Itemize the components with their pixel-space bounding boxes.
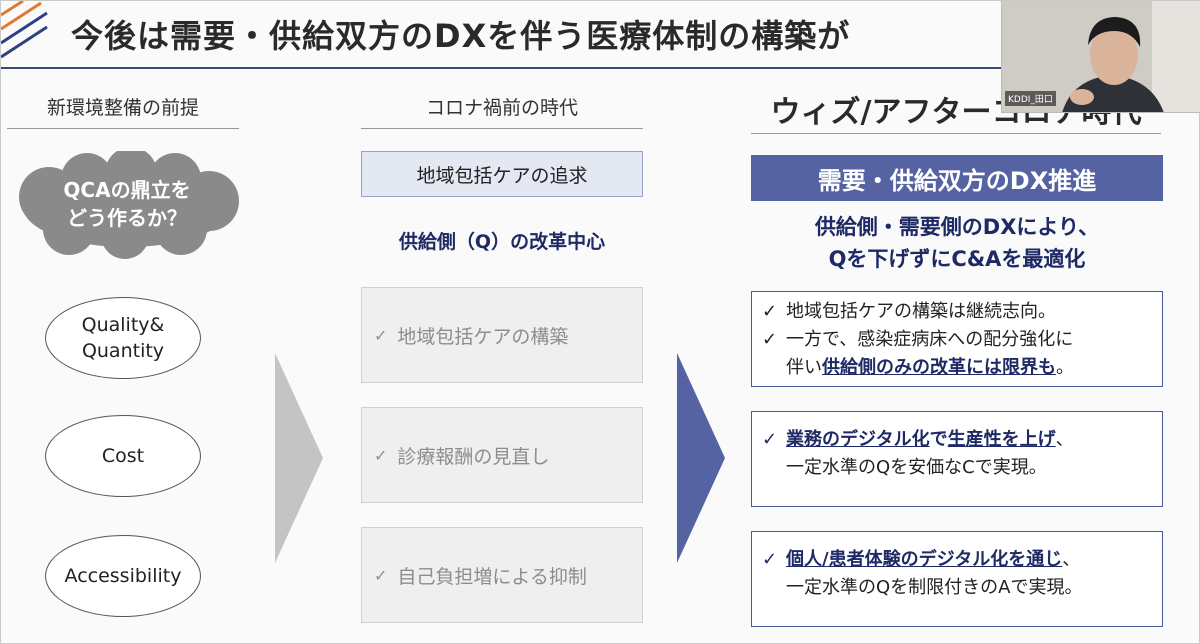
middle-item-box: ✓ 地域包括ケアの構築: [361, 287, 643, 383]
box2-emphasis-1: 業務のデジタル化: [786, 429, 930, 450]
cost-ellipse: Cost: [45, 415, 201, 497]
right-point-box-3: ✓ 個人/患者体験のデジタル化を通じ、 一定水準のQを制限付きのAで実現。: [751, 531, 1163, 627]
middle-item-box: ✓ 自己負担増による抑制: [361, 527, 643, 623]
check-icon: ✓: [762, 329, 778, 350]
right-banner: 需要・供給双方のDX推進: [751, 155, 1163, 201]
cloud-shape: [19, 151, 239, 259]
cloud-question: QCAの鼎立を どう作るか？: [9, 176, 245, 232]
box1-line-3-emphasis: 供給側のみの改革には限界も: [822, 357, 1056, 378]
check-icon: ✓: [374, 325, 388, 345]
box3-emphasis: 個人/患者体験のデジタル化を通じ: [786, 549, 1063, 570]
ellipse-label-1a: Quality&: [81, 314, 165, 336]
right-point-box-2: ✓ 業務のデジタル化で生産性を上げ、 一定水準のQを安価なCで実現。: [751, 411, 1163, 507]
title-divider: [1, 67, 1001, 69]
ellipse-label-3: Accessibility: [64, 565, 182, 587]
box2-end: 、: [1055, 429, 1074, 450]
accessibility-ellipse: Accessibility: [45, 535, 201, 617]
check-icon: ✓: [374, 445, 388, 465]
box2-emphasis-2: 生産性を上げ: [947, 429, 1056, 450]
right-subtitle-line-1: 供給側・需要側のDXにより、: [814, 215, 1100, 239]
right-subtitle: 供給側・需要側のDXにより、 Qを下げずにC&Aを最適化: [751, 211, 1163, 275]
right-subtitle-line-2: Qを下げずにC&Aを最適化: [828, 247, 1086, 271]
participant-name-label: KDDI_田口: [1005, 91, 1056, 106]
middle-banner: 地域包括ケアの追求: [361, 151, 643, 197]
middle-item-box: ✓ 診療報酬の見直し: [361, 407, 643, 503]
box1-line-2: 一方で、感染症病床への配分強化に: [786, 329, 1074, 350]
left-column-header: 新環境整備の前提: [7, 93, 239, 129]
check-icon: ✓: [374, 565, 388, 585]
decorative-stripes: [1, 1, 48, 59]
middle-item-label: 地域包括ケアの構築: [397, 325, 569, 348]
ellipse-label-2: Cost: [101, 445, 145, 467]
presenter-video-icon: [1002, 1, 1200, 112]
check-icon: ✓: [762, 301, 778, 322]
quality-quantity-ellipse: Quality&Quantity: [45, 297, 201, 379]
middle-item-label: 自己負担増による抑制: [397, 565, 587, 588]
box3-line-2: 一定水準のQを制限付きのAで実現。: [786, 577, 1083, 598]
box1-line-3-end: 。: [1056, 357, 1074, 378]
box3-end: 、: [1062, 549, 1081, 570]
cloud-line-1: QCAの鼎立を: [63, 178, 191, 202]
slide-title: 今後は需要・供給双方のDXを伴う医療体制の構築が: [71, 17, 851, 55]
box1-line-3-plain: 伴い: [786, 357, 822, 378]
box2-mid: で: [929, 429, 948, 450]
chevron-right-arrow-1: [275, 353, 323, 563]
box1-line-1: 地域包括ケアの構築は継続志向。: [786, 301, 1056, 322]
cloud-line-2: どう作るか？: [67, 206, 187, 230]
ellipse-label-1b: Quantity: [81, 340, 165, 362]
webcam-video-tile[interactable]: KDDI_田口: [1001, 1, 1200, 113]
middle-subtitle: 供給側（Q）の改革中心: [398, 231, 606, 253]
middle-item-label: 診療報酬の見直し: [397, 445, 550, 468]
chevron-right-arrow-2: [677, 353, 725, 563]
check-icon: ✓: [762, 549, 778, 570]
box2-line-2: 一定水準のQを安価なCで実現。: [786, 457, 1047, 478]
middle-column-header: コロナ禍前の時代: [361, 93, 643, 129]
check-icon: ✓: [762, 429, 778, 450]
right-point-box-1: ✓ 地域包括ケアの構築は継続志向。 ✓ 一方で、感染症病床への配分強化に 伴い供給側…: [751, 291, 1163, 387]
